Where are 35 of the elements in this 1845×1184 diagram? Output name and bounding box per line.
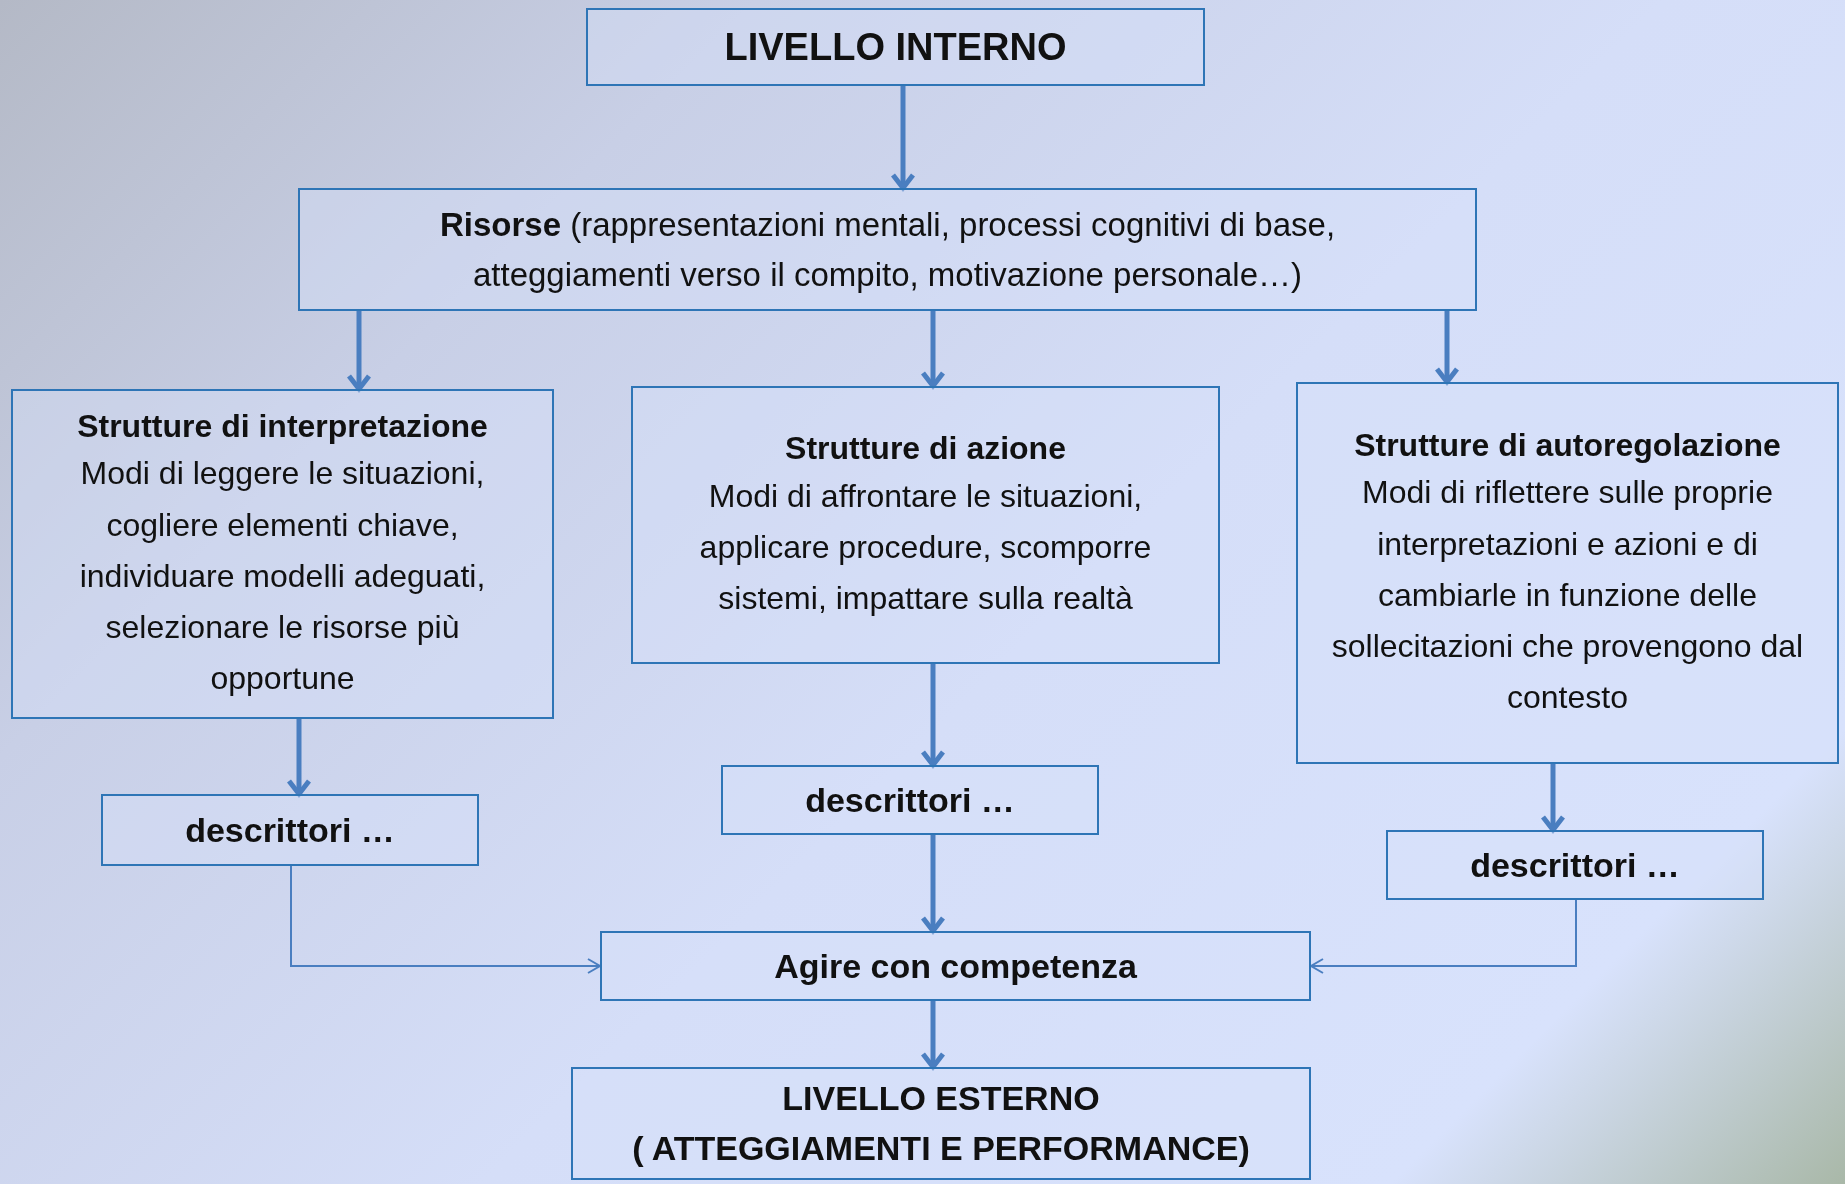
arrow bbox=[290, 865, 601, 974]
text-box bbox=[600, 931, 1311, 1001]
box-text: Risorse (rappresentazioni mentali, processi cognitivi di base, atteggiamenti verso il compito, motivazione personale…) bbox=[438, 205, 1337, 295]
box-text: descrittori … bbox=[1470, 844, 1680, 886]
box-heading: Strutture di azione bbox=[785, 428, 1066, 468]
arrow bbox=[920, 835, 946, 934]
text-box bbox=[586, 8, 1205, 86]
text-box bbox=[1296, 382, 1839, 764]
text-box bbox=[298, 188, 1477, 311]
box-text: LIVELLO INTERNO bbox=[724, 24, 1067, 70]
box-text: descrittori … bbox=[805, 779, 1015, 821]
box-text: Modi di riflettere sulle proprie interpretazioni e azioni e di cambiarle in funzione delle sollecitazioni che provengono dal contesto bbox=[1330, 473, 1805, 718]
arrow bbox=[890, 86, 916, 191]
box-heading: Strutture di interpretazione bbox=[77, 406, 488, 446]
arrow bbox=[1310, 899, 1577, 974]
text-box bbox=[721, 765, 1099, 835]
box-text: Modi di affrontare le situazioni, applicare procedure, scomporre sistemi, impattare sulla realtà bbox=[698, 476, 1153, 618]
arrow bbox=[1540, 764, 1566, 833]
arrow bbox=[920, 311, 946, 389]
box-text: Modi di leggere le situazioni, cogliere elementi chiave, individuare modelli adeguati, selezionare le risorse più opportune bbox=[78, 454, 487, 699]
text-box bbox=[631, 386, 1220, 664]
box-heading: LIVELLO ESTERNO bbox=[782, 1078, 1100, 1120]
box-heading: Strutture di autoregolazione bbox=[1354, 425, 1781, 465]
box-text: Agire con competenza bbox=[774, 945, 1137, 987]
arrow bbox=[920, 1001, 946, 1070]
arrow bbox=[346, 311, 372, 392]
arrow bbox=[920, 664, 946, 768]
text-box bbox=[1386, 830, 1764, 900]
arrow bbox=[286, 719, 312, 797]
text-box bbox=[11, 389, 554, 719]
text-box bbox=[571, 1067, 1311, 1180]
box-text: descrittori … bbox=[185, 809, 395, 851]
arrow bbox=[1434, 311, 1460, 385]
box-text: ( ATTEGGIAMENTI E PERFORMANCE) bbox=[632, 1127, 1250, 1169]
text-box bbox=[101, 794, 479, 866]
